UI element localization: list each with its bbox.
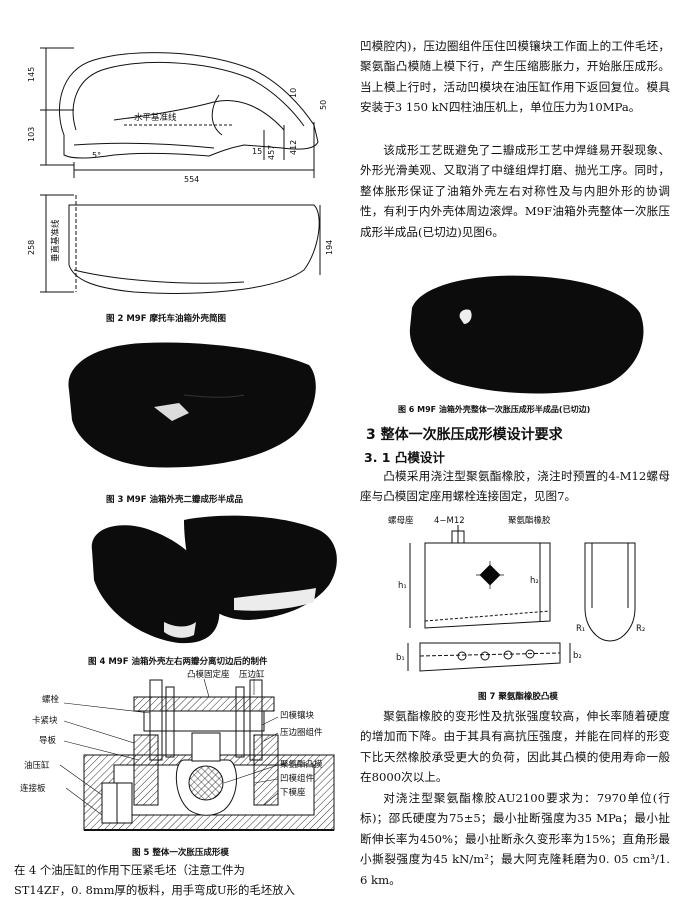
- fig5-label-guide-plate: 导板: [39, 735, 57, 746]
- figure-6-caption: 图 6 M9F 油箱外壳整体一次胀压成形半成品(已切边): [398, 405, 591, 414]
- fig7-label-b2: b₂: [573, 651, 582, 661]
- figure-7-drawing: 螺母座 4−M12 聚氨酯橡胶 h₁ h₂ b₁ b₂ R₁ R₂: [388, 515, 645, 672]
- fig5-label-connecting-plate: 连接板: [20, 783, 46, 794]
- fig7-label-h2: h₂: [530, 576, 539, 586]
- figure-2-caption: 图 2 M9F 摩托车油箱外壳简图: [106, 314, 226, 324]
- left-column: 145 103 5° 554 10 50 15 457 412 258 194 …: [14, 0, 344, 907]
- dim-50: 50: [319, 100, 328, 110]
- left-bottom-line-1: 在 4 个油压缸的作用下压紧毛坯（注意工件为: [14, 863, 245, 877]
- figure-6-photo: [409, 275, 644, 394]
- section-heading: 3 整体一次胀压成形模设计要求: [366, 427, 563, 443]
- figure-3-caption: 图 3 M9F 油箱外壳二瓣成形半成品: [106, 495, 243, 505]
- left-bottom-line-2: ST14ZF，0. 8mm厚的板料，用手弯成U形的毛坯放入: [14, 883, 295, 897]
- dim-15: 15: [252, 147, 262, 156]
- paragraph-4: 聚氨酯橡胶的变形性及抗张强度较高，伸长率随着硬度的增加而下降。由于其具有高抗压强…: [360, 709, 670, 785]
- fig5-label-upper-die-assembly: 凹模组件: [280, 773, 315, 784]
- fig5-label-oil-cylinder: 油压缸: [24, 760, 50, 771]
- fig7-label-R1: R₁: [576, 624, 585, 634]
- fig7-label-bolt-spec: 4−M12: [434, 516, 465, 526]
- dim-457: 457: [267, 145, 276, 160]
- paragraph-1: 凹模腔内)，压边圈组件压住凹模镶块工作面上的工件毛坯，聚氨酯凸模随上模下行，产生…: [360, 39, 670, 115]
- vertical-reference-label: 垂直基准线: [50, 219, 61, 262]
- fig5-label-bolt: 螺栓: [42, 694, 60, 705]
- figure-3-photo: [68, 342, 316, 468]
- dim-5deg: 5°: [92, 151, 101, 160]
- fig5-label-pu-punch: 聚氨酯凸模: [280, 759, 323, 770]
- figure-4-photo: [91, 515, 337, 644]
- paragraph-2: 该成形工艺既避免了二瓣成形工艺中焊缝易开裂现象、外形光滑美观、又取消了中缝组焊打…: [360, 143, 670, 239]
- fig5-label-punch-fixing-seat: 凸模固定座: [187, 669, 230, 680]
- figure-5-caption: 图 5 整体一次胀压成形模: [132, 848, 229, 858]
- fig7-label-b1: b₁: [396, 653, 405, 663]
- figure-7-caption: 图 7 聚氨酯橡胶凸模: [478, 692, 558, 702]
- fig5-label-lower-die-seat: 下模座: [280, 787, 306, 798]
- horizontal-reference-label: 水平基准线: [134, 112, 177, 123]
- paragraph-5: 对浇注型聚氨酯橡胶AU2100要求为：7970单位(行标)；邵氏硬度为75±5；…: [360, 791, 670, 887]
- figure-4-caption: 图 4 M9F 油箱外壳左右两瓣分离切边后的制件: [88, 657, 268, 667]
- fig7-label-h1: h₁: [398, 581, 407, 591]
- fig5-label-blank-holder-ring: 压边圈组件: [280, 727, 323, 738]
- dim-554: 554: [184, 175, 199, 184]
- left-bottom-paragraph: 在 4 个油压缸的作用下压紧毛坯（注意工件为 ST14ZF，0. 8mm厚的板料…: [14, 860, 344, 900]
- right-column: 凹模腔内)，压边圈组件压住凹模镶块工作面上的工件毛坯，聚氨酯凸模随上模下行，产生…: [360, 0, 670, 907]
- fig5-label-clamp-block: 卡紧块: [32, 715, 58, 726]
- dim-145: 145: [27, 67, 36, 82]
- fig7-label-pu-rubber: 聚氨酯橡胶: [508, 515, 551, 526]
- dim-10: 10: [289, 88, 298, 98]
- fig7-label-R2: R₂: [636, 624, 645, 634]
- fig7-label-nut-seat: 螺母座: [388, 515, 414, 526]
- figure-5-drawing: 凸模固定座 压边缸 螺栓 卡紧块 导板 油压缸 连接板 凹模镶块 压边圈组件 聚…: [20, 669, 335, 831]
- subsection-heading: 3. 1 凸模设计: [364, 450, 445, 465]
- dim-412: 412: [289, 140, 298, 155]
- figure-2-drawing: 145 103 5° 554 10 50 15 457 412 258 194 …: [27, 47, 334, 294]
- fig5-label-press-cylinder: 压边缸: [239, 669, 265, 680]
- dim-194: 194: [325, 240, 334, 255]
- dim-258: 258: [27, 240, 36, 255]
- dim-103: 103: [27, 127, 36, 142]
- paragraph-3: 凸模采用浇注型聚氨酯橡胶，浇注时预置的4-M12螺母座与凸模固定座用螺栓连接固定…: [360, 469, 670, 504]
- fig5-label-die-insert: 凹模镶块: [280, 710, 315, 721]
